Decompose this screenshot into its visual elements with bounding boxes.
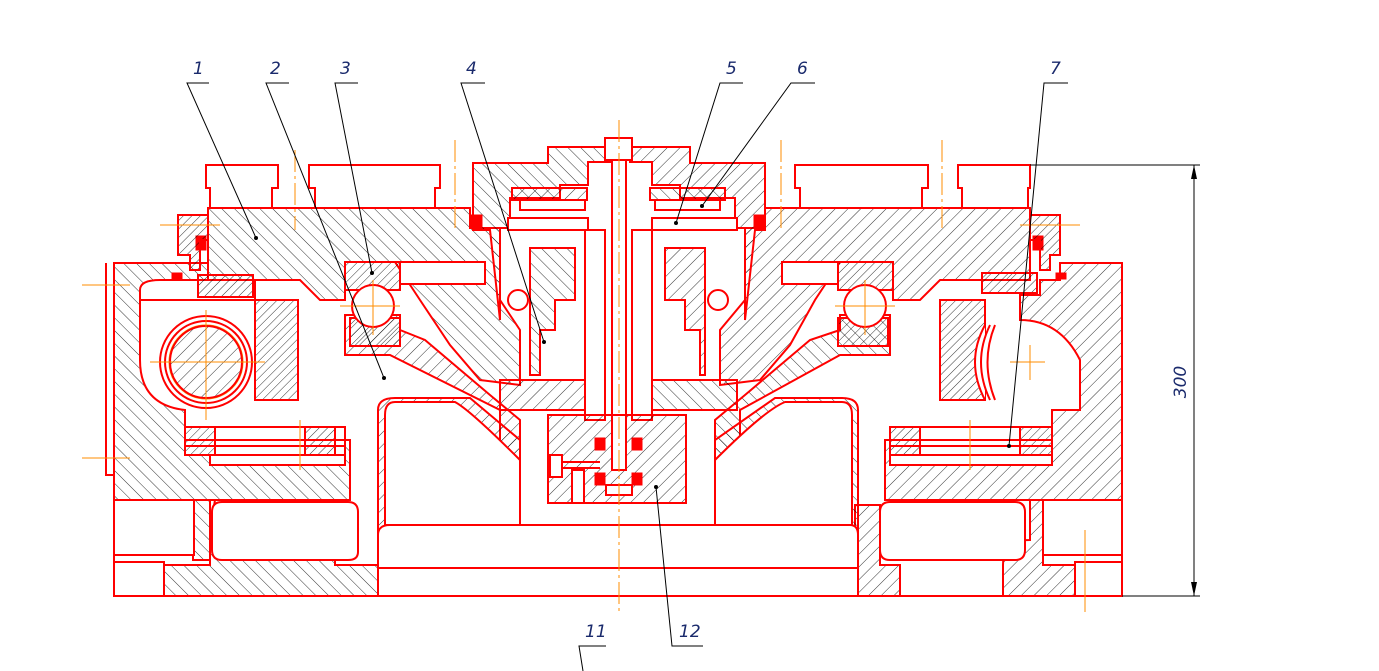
dimension-label: 300: [1171, 366, 1191, 398]
ball-bearings: [344, 261, 894, 347]
side-caps: [177, 214, 1061, 271]
callout-2: 2: [265, 59, 386, 380]
callout-1: 1: [186, 59, 258, 240]
callout-4: 4: [460, 59, 546, 344]
callout-label: 4: [466, 59, 477, 79]
callout-label: 6: [797, 59, 808, 79]
callout-label: 5: [726, 59, 737, 79]
callout-label: 2: [270, 59, 281, 79]
clamp-bolts: [184, 426, 1053, 456]
center-lines: [82, 120, 1086, 612]
callouts: 1 2 3 4 5 6 7: [186, 59, 1068, 671]
callout-7: 7: [1007, 59, 1068, 448]
callout-label: 1: [193, 59, 204, 79]
callout-label: 12: [679, 622, 701, 642]
callout-label: 7: [1050, 59, 1061, 79]
callout-label: 11: [585, 622, 607, 642]
callout-12: 12: [654, 485, 703, 647]
callout-5: 5: [674, 59, 743, 225]
dimension-overall-height: 300: [1030, 164, 1200, 597]
callout-label: 3: [340, 59, 351, 79]
base-housing: [105, 262, 1123, 597]
callout-11: 11: [578, 622, 607, 671]
worm-gear-right: [939, 272, 1038, 401]
callout-6: 6: [700, 59, 815, 208]
callout-3: 3: [334, 59, 374, 275]
central-spindle: [472, 137, 766, 504]
worm-gear-left: [139, 274, 299, 409]
